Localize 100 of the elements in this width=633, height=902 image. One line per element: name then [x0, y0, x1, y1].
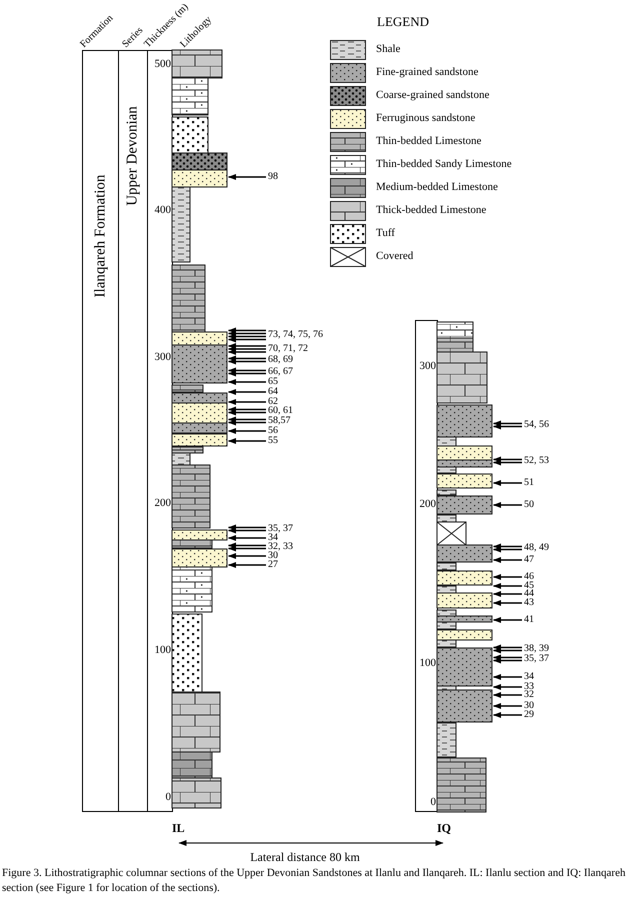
leader-arrow: [493, 480, 522, 486]
sample-number: 44: [524, 589, 534, 599]
sample-number: 62: [268, 397, 278, 407]
legend-label: Ferruginous sandstone: [376, 113, 476, 124]
leader-arrow: [228, 553, 266, 559]
legend-label: Thin-bedded Sandy Limestone: [376, 159, 512, 170]
leader-arrow: [493, 424, 522, 430]
leader-arrow: [228, 334, 266, 340]
leader-arrow: [228, 356, 266, 362]
distance-label: Lateral distance 80 km: [250, 851, 360, 863]
sample-number: 68, 69: [268, 355, 293, 365]
leader-arrow: [228, 328, 266, 334]
leader-arrow: [493, 648, 522, 654]
sample-number: 27: [268, 560, 278, 570]
leader-arrow: [228, 528, 266, 534]
sample-number: 34: [524, 672, 534, 682]
leader-arrow: [493, 617, 522, 623]
sample-number: 41: [524, 615, 534, 625]
sample-number: 73, 74, 75, 76: [268, 330, 323, 340]
leader-arrow: [228, 336, 266, 342]
sample-number: 58,57: [268, 416, 290, 426]
leader-arrow: [493, 591, 522, 597]
column-box: [118, 50, 148, 812]
legend-label: Medium-bedded Limestone: [376, 182, 498, 193]
sample-number: 33: [524, 682, 534, 692]
legend-label: Thick-bedded Limestone: [376, 205, 486, 216]
sample-number: 60, 61: [268, 406, 293, 416]
sample-number: 34: [268, 533, 278, 543]
sample-number: 52, 53: [524, 456, 549, 466]
leader-arrow: [228, 346, 266, 352]
leader-arrow: [493, 654, 522, 660]
sample-number: 30: [524, 701, 534, 711]
legend-title: LEGEND: [377, 15, 429, 28]
leader-arrow: [228, 438, 266, 444]
leader-arrow: [493, 644, 522, 650]
leader-arrow: [493, 544, 522, 550]
leader-arrow: [228, 174, 266, 180]
leader-arrow: [228, 420, 266, 426]
depth-tick-label: 400: [154, 205, 171, 216]
leader-arrow: [228, 379, 266, 385]
sample-number: 65: [268, 377, 278, 387]
leader-arrow: [228, 349, 266, 355]
leader-arrow: [228, 406, 266, 412]
leader-arrow: [228, 389, 266, 395]
depth-tick-label: 0: [166, 792, 171, 803]
legend-label: Tuff: [376, 228, 395, 239]
section-label: IL: [172, 822, 185, 834]
leader-arrow: [493, 502, 522, 508]
leader-arrow: [493, 658, 522, 664]
leader-arrow: [493, 460, 522, 466]
sample-number: 47: [524, 555, 534, 565]
legend-label: Thin-bedded Limestone: [376, 136, 482, 147]
leader-arrow: [228, 524, 266, 530]
legend-label: Covered: [376, 251, 414, 262]
section-label: IQ: [437, 822, 452, 834]
sample-number: 45: [524, 581, 534, 591]
leader-arrow: [228, 358, 266, 364]
sample-number: 64: [268, 387, 278, 397]
legend-label: Fine-grained sandstone: [376, 67, 478, 78]
depth-tick-label: 500: [154, 59, 171, 70]
depth-tick-label: 300: [420, 361, 436, 372]
column-label: Ilanqareh Formation: [93, 174, 108, 298]
column-label: Upper Devonian: [126, 106, 140, 206]
sample-number: 66, 67: [268, 367, 293, 377]
leader-arrow: [228, 416, 266, 422]
lithology-column-drawing: [172, 50, 228, 808]
sample-number: 43: [524, 598, 534, 608]
sample-number: 98: [268, 172, 278, 182]
leader-arrow: [493, 546, 522, 552]
depth-tick-label: 0: [430, 797, 436, 808]
sample-number: 54, 56: [524, 420, 549, 430]
sample-number: 56: [268, 426, 278, 436]
sample-number: 55: [268, 436, 278, 446]
depth-tick-label: 300: [154, 352, 171, 363]
sample-number: 35, 37: [524, 654, 549, 664]
sample-number: 46: [524, 572, 534, 582]
leader-arrow: [493, 600, 522, 606]
sample-number: 50: [524, 500, 534, 510]
leader-arrow: [493, 674, 522, 680]
leader-arrow: [228, 428, 266, 434]
column-box: [82, 50, 119, 812]
sample-number: 29: [524, 710, 534, 720]
leader-arrow: [228, 562, 266, 568]
legend-label: Shale: [376, 44, 400, 55]
sample-number: 35, 37: [268, 524, 293, 534]
depth-tick-label: 200: [154, 498, 171, 509]
leader-arrow: [228, 370, 266, 376]
leader-arrow: [228, 410, 266, 416]
leader-arrow: [493, 557, 522, 563]
leader-arrow: [228, 368, 266, 374]
depth-tick-label: 200: [420, 499, 436, 510]
sample-number: 30: [268, 551, 278, 561]
sample-number: 51: [524, 478, 534, 488]
leader-arrow: [493, 583, 522, 589]
sample-number: 32: [524, 690, 534, 700]
depth-tick-label: 100: [154, 645, 171, 656]
leader-arrow: [228, 343, 266, 349]
leader-arrow: [493, 456, 522, 462]
figure-caption: Figure 3. Lithostratigraphic columnar sections of the Upper Devonian Sandstones at Ilanlu and Ilanqareh. IL: Ilanlu section and IQ: Ilanqareh section (see Figure 1 for location of the sections).: [2, 866, 626, 896]
leader-arrow: [228, 399, 266, 405]
